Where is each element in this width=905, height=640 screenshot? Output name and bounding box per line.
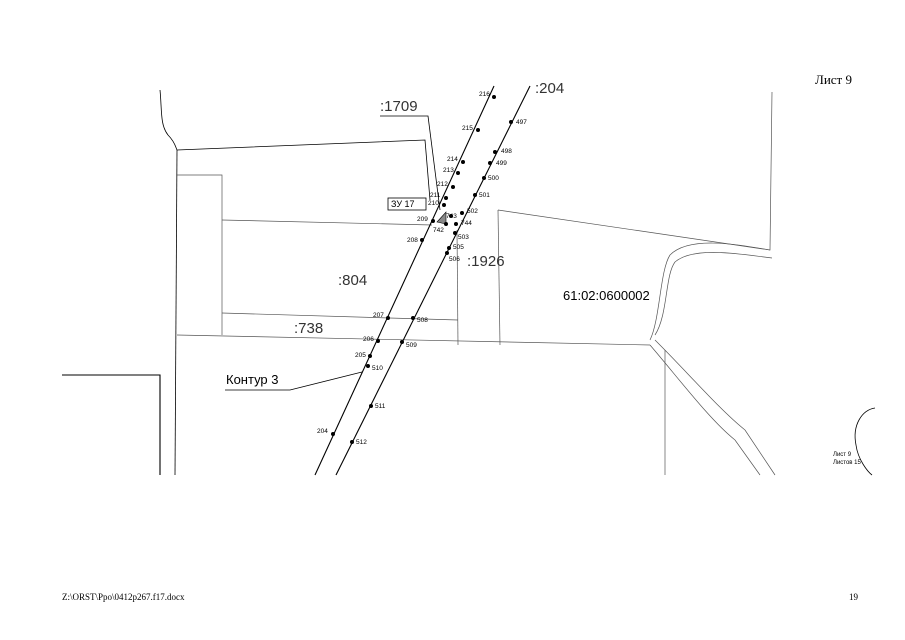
boundary-point-marker (509, 120, 513, 124)
boundary-point-marker (461, 160, 465, 164)
boundary-point-marker (449, 214, 453, 218)
boundary-line (649, 242, 771, 341)
boundary-point-label: 216 (479, 91, 490, 98)
boundary-point-label: 212 (437, 181, 448, 188)
boundary-point-marker (492, 95, 496, 99)
boundary-line (221, 219, 433, 226)
boundary-point-marker (431, 219, 435, 223)
boundary-line (177, 174, 223, 335)
boundary-line (854, 407, 876, 476)
boundary-point-marker (369, 404, 373, 408)
boundary-point-marker (451, 185, 455, 189)
boundary-point-label: 213 (443, 167, 454, 174)
parcel-label: :204 (535, 80, 564, 97)
boundary-point-label: 497 (516, 119, 527, 126)
footer-file-path: Z:\ORST\Ppo\0412p267.f17.docx (62, 592, 185, 602)
boundary-point-label: 209 (417, 216, 428, 223)
boundary-point-label: 208 (407, 237, 418, 244)
boundary-point-label: 211 (430, 192, 441, 199)
boundary-point-label: 506 (449, 256, 460, 263)
plot-label: ЗУ 17 (391, 199, 415, 209)
parcel-label: :738 (294, 320, 323, 337)
boundary-point-label: 206 (363, 336, 374, 343)
corridor-line (335, 85, 531, 476)
boundary-point-label: 205 (355, 352, 366, 359)
boundary-point-label: 511 (375, 403, 386, 410)
boundary-point-label: 503 (458, 234, 469, 241)
boundary-point-marker (476, 128, 480, 132)
boundary-line (221, 312, 459, 321)
boundary-point-label: 508 (417, 317, 428, 324)
boundary-point-marker (444, 196, 448, 200)
boundary-point-marker (444, 222, 448, 226)
boundary-point-label: 215 (462, 125, 473, 132)
boundary-line (174, 149, 178, 476)
plot-shape (436, 211, 447, 225)
boundary-point-label: 210 (428, 200, 439, 207)
boundary-point-marker (453, 231, 457, 235)
boundary-point-label: 743 (446, 213, 457, 220)
boundary-point-marker (400, 340, 404, 344)
boundary-point-marker (473, 193, 477, 197)
boundary-line (497, 91, 773, 251)
boundary-point-marker (456, 171, 460, 175)
boundary-point-label: 744 (461, 220, 472, 227)
footer-page-number: 19 (849, 592, 858, 602)
boundary-point-marker (445, 251, 449, 255)
boundary-line (159, 89, 178, 151)
quarter-number: 61:02:0600002 (563, 288, 650, 303)
leader-line (380, 115, 441, 211)
boundary-point-marker (447, 246, 451, 250)
stamp-sheet: Лист 9 (833, 452, 852, 458)
parcel-label: :1709 (380, 98, 418, 115)
boundary-point-label: 512 (356, 439, 367, 446)
boundary-point-label: 500 (488, 175, 499, 182)
boundary-line (654, 339, 776, 476)
stamp-sheets-total: Листов 15 (833, 460, 861, 466)
boundary-point-marker (442, 203, 446, 207)
boundary-point-marker (488, 161, 492, 165)
boundary-point-label: 509 (406, 342, 417, 349)
boundary-point-marker (386, 316, 390, 320)
boundary-point-label: 501 (479, 192, 490, 199)
sheet-label: Лист 9 (815, 72, 852, 87)
boundary-point-label: 204 (317, 428, 328, 435)
boundary-point-label: 214 (447, 156, 458, 163)
boundary-point-marker (411, 316, 415, 320)
boundary-point-label: 499 (496, 160, 507, 167)
boundary-point-marker (368, 354, 372, 358)
boundary-point-marker (376, 339, 380, 343)
boundary-point-marker (460, 211, 464, 215)
boundary-point-marker (420, 238, 424, 242)
corridor-line (314, 85, 495, 476)
boundary-point-marker (454, 222, 458, 226)
boundary-point-label: 502 (467, 208, 478, 215)
parcel-label: :1926 (467, 253, 505, 270)
boundary-point-label: 505 (453, 244, 464, 251)
boundary-line (176, 334, 651, 346)
boundary-point-label: 498 (501, 148, 512, 155)
boundary-line (497, 209, 501, 346)
boundary-point-marker (331, 432, 335, 436)
boundary-point-marker (350, 440, 354, 444)
boundary-line (649, 344, 761, 476)
contour-label: Контур 3 (226, 372, 279, 387)
boundary-point-marker (366, 364, 370, 368)
boundary-point-label: 742 (433, 227, 444, 234)
plot-label-box (387, 197, 427, 211)
leader-line (225, 371, 363, 391)
boundary-point-marker (482, 176, 486, 180)
boundary-point-label: 510 (372, 365, 383, 372)
boundary-line (456, 229, 459, 346)
boundary-line (654, 252, 773, 336)
boundary-point-marker (493, 150, 497, 154)
boundary-point-label: 207 (373, 312, 384, 319)
parcel-label: :804 (338, 272, 367, 289)
boundary-line (62, 374, 161, 475)
boundary-line (176, 139, 431, 201)
